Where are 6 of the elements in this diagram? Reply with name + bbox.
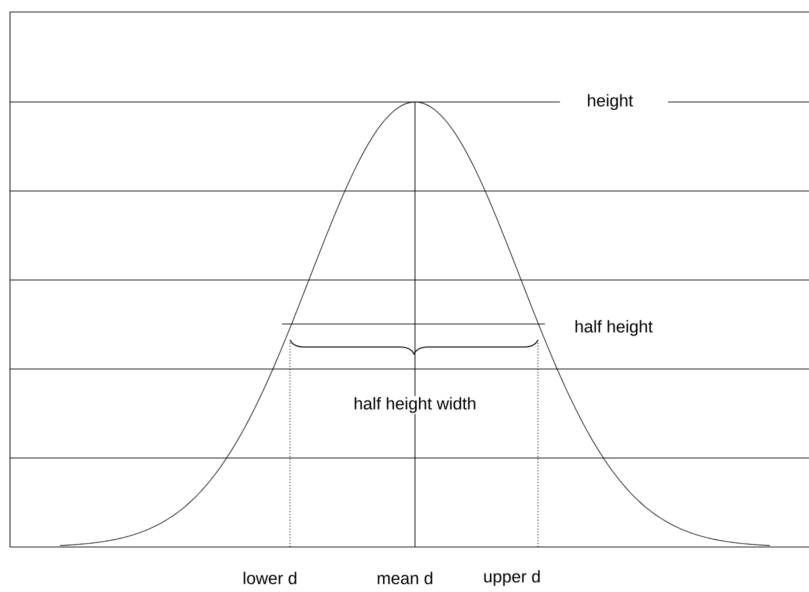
axis-label: lower d xyxy=(242,570,298,586)
axis-label: mean d xyxy=(376,570,434,586)
axis-label: half height width xyxy=(352,396,478,414)
axis-label: height xyxy=(586,93,634,111)
axis-label: half height xyxy=(573,319,654,337)
axis-label: upper d xyxy=(482,569,542,587)
